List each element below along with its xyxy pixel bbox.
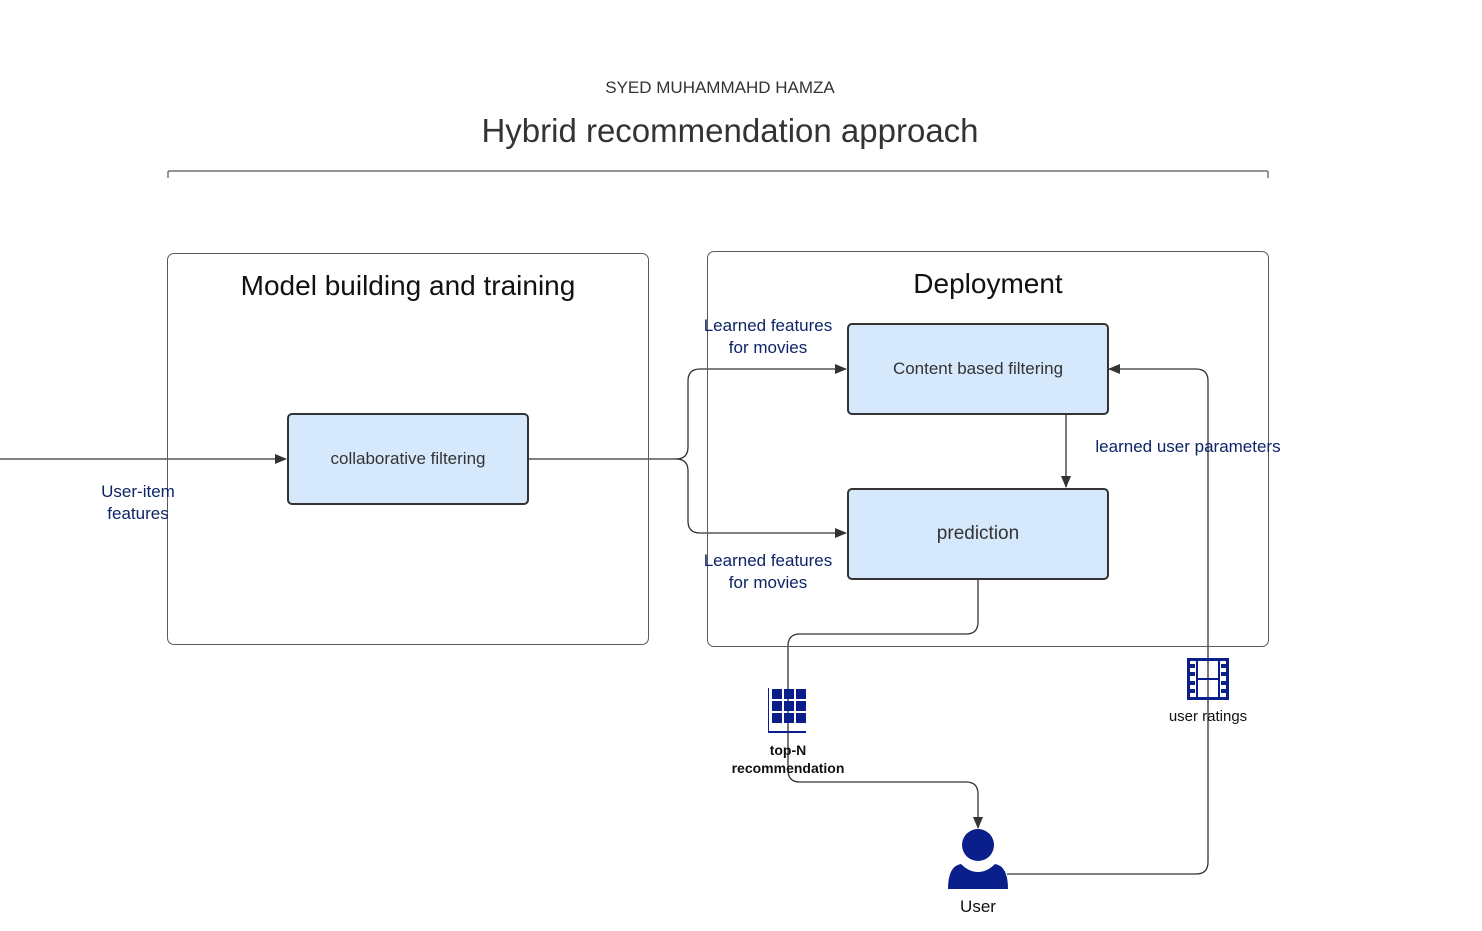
user-item-features-line2: features [107,504,169,523]
film-strip-icon [1187,658,1229,700]
edge-collaborative-to-prediction [675,458,847,538]
edge-collaborative-to-content [528,364,847,460]
prediction-node: prediction [847,488,1109,580]
user-icon [948,829,1008,889]
learned-features-bottom-line2: for movies [728,573,808,592]
learned-features-bottom-line1: Learned features [703,551,833,570]
model-building-group [167,253,649,645]
title-divider [167,170,1269,178]
user-ratings-label: user ratings [1168,708,1248,725]
user-item-features-line1: User-item [101,482,175,501]
edge-user-to-content [1007,364,1209,875]
diagram-title: Hybrid recommendation approach [481,112,979,149]
top-n-recommendation-label: top-N recommendation [718,741,858,777]
top-n-line1: top-N [769,742,807,758]
author-name: SYED MUHAMMAHD HAMZA [605,78,835,97]
learned-user-parameters-label: learned user parameters [1095,437,1281,456]
learned-features-top-line1: Learned features [703,316,833,335]
top-n-line2: recommendation [731,760,845,776]
learned-features-bottom-label: Learned features for movies [688,550,848,594]
content-based-filtering-node: Content based filtering [847,323,1109,415]
user-item-features-label: User-item features [78,481,198,525]
grid-table-icon [768,688,806,733]
learned-features-top-line2: for movies [728,338,808,357]
user-label: User [960,897,996,916]
learned-features-top-label: Learned features for movies [688,315,848,359]
deployment-group [707,251,1269,647]
collaborative-filtering-node: collaborative filtering [287,413,529,505]
deployment-label: Deployment [913,268,1063,299]
model-building-label: Model building and training [240,270,576,301]
